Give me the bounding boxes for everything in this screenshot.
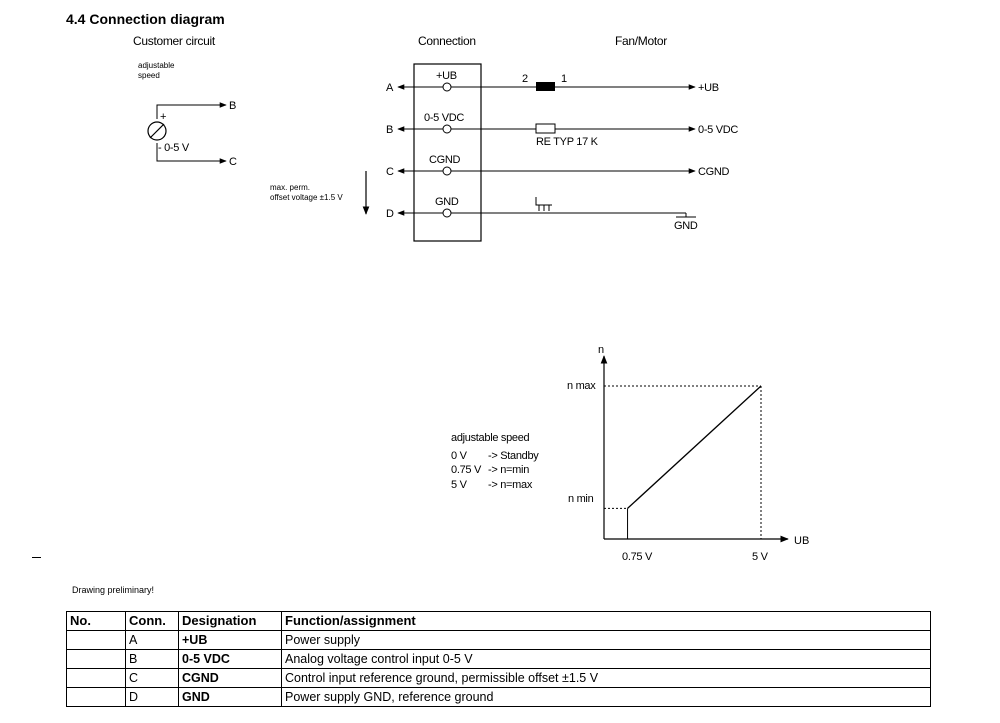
cell-conn: C <box>125 668 179 688</box>
terminal-d: D GND GND <box>386 196 698 232</box>
n-max-label: n max <box>567 380 596 392</box>
speed-legend: adjustable speed 0 V -> Standby 0.75 V -… <box>451 432 540 491</box>
wire-b <box>156 102 227 119</box>
potentiometer-slash <box>149 123 165 139</box>
cell-function: Power supply GND, reference ground <box>281 687 931 707</box>
terminal-d-pin-icon <box>442 208 452 218</box>
header-designation: Designation <box>178 611 282 631</box>
terminal-c-pin-icon <box>442 166 452 176</box>
target-ub-label: +UB <box>698 82 719 94</box>
table-row: D GND Power supply GND, reference ground <box>66 687 931 707</box>
chassis-ground-icon <box>535 197 552 211</box>
table-row: B 0-5 VDC Analog voltage control input 0… <box>66 649 931 669</box>
target-cgnd-label: CGND <box>698 166 730 178</box>
cell-conn: A <box>125 630 179 650</box>
connector-box <box>413 63 482 242</box>
cell-no <box>66 649 126 669</box>
plus-sign: + <box>160 111 166 123</box>
minus-voltage-label: - 0-5 V <box>158 142 190 154</box>
adjustable-label-2: speed <box>138 71 160 80</box>
output-c-label: C <box>229 156 237 168</box>
ground-icon <box>676 213 696 218</box>
terminal-a-name: +UB <box>436 70 457 82</box>
customer-circuit: adjustable speed + - 0-5 V B C max. perm… <box>138 61 370 215</box>
diagram-title: 4.4 Connection diagram <box>66 11 225 27</box>
x-axis-label: UB <box>794 535 809 547</box>
terminal-a: A +UB 2 1 +UB <box>386 70 719 94</box>
speed-row-1-voltage: 0.75 V <box>451 464 482 476</box>
connection-diagram: 4.4 Connection diagram Customer circuit … <box>66 11 809 563</box>
resistor-icon <box>535 123 556 134</box>
cell-designation: GND <box>178 687 282 707</box>
terminal-b-letter: B <box>386 124 393 136</box>
speed-legend-title: adjustable speed <box>451 432 530 444</box>
connection-table: No. Conn. Designation Function/assignmen… <box>66 611 931 707</box>
cell-function: Analog voltage control input 0-5 V <box>281 649 931 669</box>
x-min-label: 0.75 V <box>622 551 653 563</box>
pin-2-label: 2 <box>522 73 528 85</box>
y-axis-label: n <box>598 344 604 356</box>
terminal-d-name: GND <box>435 196 459 208</box>
cell-function: Power supply <box>281 630 931 650</box>
offset-label-2: offset voltage ±1.5 V <box>270 193 343 202</box>
terminal-a-pin-icon <box>442 82 452 92</box>
cell-no <box>66 668 126 688</box>
wire-c <box>156 143 227 164</box>
terminal-b-pin-icon <box>442 124 452 134</box>
target-vdc-label: 0-5 VDC <box>698 124 738 136</box>
margin-mark <box>32 557 41 558</box>
offset-label-1: max. perm. <box>270 183 310 192</box>
cell-designation: CGND <box>178 668 282 688</box>
n-min-label: n min <box>568 493 594 505</box>
connection-heading: Connection <box>418 34 476 48</box>
cell-designation: 0-5 VDC <box>178 649 282 669</box>
header-no: No. <box>66 611 126 631</box>
header-function: Function/assignment <box>281 611 931 631</box>
terminal-b-name: 0-5 VDC <box>424 112 464 124</box>
terminal-c-letter: C <box>386 166 394 178</box>
speed-row-2-voltage: 5 V <box>451 479 468 491</box>
header-conn: Conn. <box>125 611 179 631</box>
table-header-row: No. Conn. Designation Function/assignmen… <box>66 611 931 631</box>
terminal-a-letter: A <box>386 82 394 94</box>
x-max-label: 5 V <box>752 551 769 563</box>
pin-1-label: 1 <box>561 73 567 85</box>
terminal-b: B 0-5 VDC RE TYP 17 K 0-5 VDC <box>386 112 739 148</box>
table-row: A +UB Power supply <box>66 630 931 650</box>
cell-designation: +UB <box>178 630 282 650</box>
speed-row-1-desc: -> n=min <box>488 464 529 476</box>
cell-no <box>66 687 126 707</box>
preliminary-note: Drawing preliminary! <box>72 585 155 595</box>
terminal-d-letter: D <box>386 208 394 220</box>
target-gnd-label: GND <box>674 220 698 232</box>
inductor-icon <box>536 82 555 91</box>
cell-conn: D <box>125 687 179 707</box>
cell-no <box>66 630 126 650</box>
speed-row-2-desc: -> n=max <box>488 479 533 491</box>
resistor-label: RE TYP 17 K <box>536 136 599 148</box>
customer-circuit-heading: Customer circuit <box>133 34 216 48</box>
cell-conn: B <box>125 649 179 669</box>
speed-curve-line <box>627 385 762 509</box>
terminal-c-name: CGND <box>429 154 461 166</box>
speed-row-0-desc: -> Standby <box>488 450 539 462</box>
fan-motor-heading: Fan/Motor <box>615 34 667 48</box>
terminal-c: C CGND CGND <box>386 154 730 178</box>
cell-function: Control input reference ground, permissi… <box>281 668 931 688</box>
adjustable-label-1: adjustable <box>138 61 175 70</box>
table-row: C CGND Control input reference ground, p… <box>66 668 931 688</box>
speed-row-0-voltage: 0 V <box>451 450 468 462</box>
output-b-label: B <box>229 100 236 112</box>
speed-graph: n UB n max n min 0.75 V 5 V <box>567 344 809 563</box>
